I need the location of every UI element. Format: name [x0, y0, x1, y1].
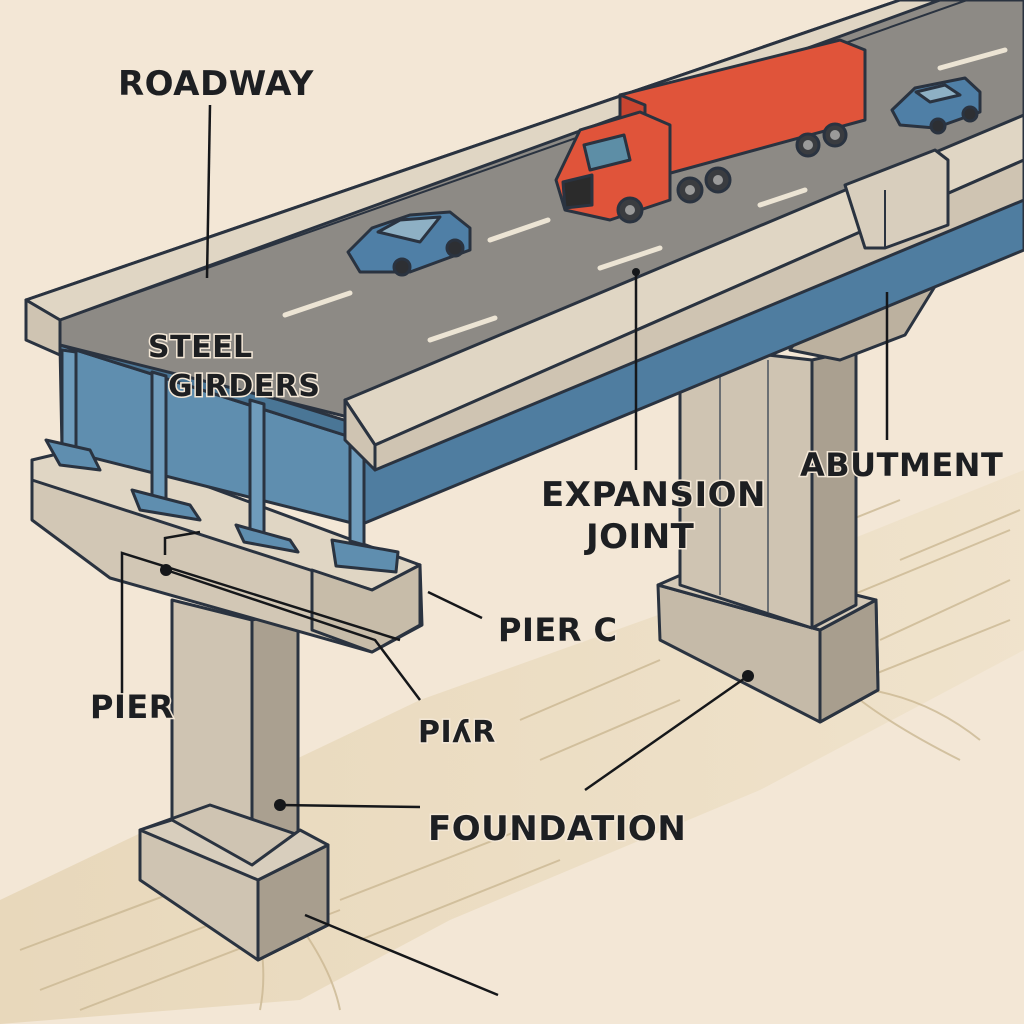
- leader-lines: [120, 104, 889, 997]
- expansion-joint-block: [843, 148, 950, 250]
- leader-roadway: [205, 104, 212, 279]
- label-pier-c: PIER C: [498, 611, 617, 649]
- leader-pier-tick: [163, 530, 201, 555]
- truck: [554, 38, 867, 224]
- sedan-car: [346, 210, 472, 277]
- label-abutment: ABUTMENT: [800, 446, 1003, 484]
- lane-markings: [282, 47, 1008, 343]
- leader-foundation: [279, 803, 421, 809]
- hatchback-car: [890, 76, 982, 135]
- leader-foundation-right: [584, 674, 749, 792]
- leader-piar: [165, 568, 421, 701]
- label-expansion-joint-line2: JOINT: [584, 517, 695, 557]
- label-pier: PIER: [90, 688, 174, 726]
- leader-pier: [120, 551, 401, 700]
- label-expansion-joint-line1: EXPANSION: [541, 475, 766, 515]
- pier-cap: [30, 443, 424, 654]
- leader-pier-c: [427, 590, 483, 620]
- right-pier: [656, 343, 880, 724]
- label-steel-girders-line2: GIRDERS: [168, 369, 321, 404]
- label-roadway: ROADWAY: [118, 64, 314, 104]
- label-steel-girders-line1: STEEL: [148, 330, 253, 365]
- leader-footing: [304, 913, 499, 997]
- label-piar: PIʎR: [418, 715, 496, 750]
- label-foundation: FOUNDATION: [428, 809, 686, 849]
